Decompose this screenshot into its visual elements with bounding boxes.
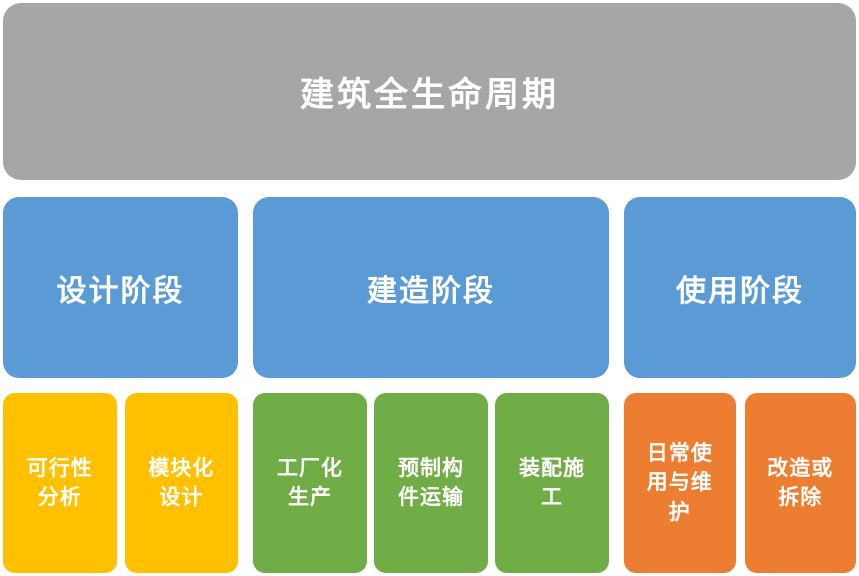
- column-use-phase: 使用阶段 日常使 用与维 护 改造或 拆除: [624, 197, 856, 573]
- phase-box-build: 建造阶段: [253, 197, 609, 378]
- column-design-phase: 设计阶段 可行性 分析 模块化 设计: [3, 197, 238, 573]
- phase-box-use: 使用阶段: [624, 197, 856, 378]
- diagram-title: 建筑全生命周期: [300, 76, 559, 114]
- sub-row-use: 日常使 用与维 护 改造或 拆除: [624, 393, 856, 573]
- phase-columns: 设计阶段 可行性 分析 模块化 设计 建造阶段 工厂化 生产 预制构 件: [3, 197, 856, 573]
- sub-label-modular-design: 模块化 设计: [148, 456, 215, 509]
- column-build-phase: 建造阶段 工厂化 生产 预制构 件运输 装配施 工: [253, 197, 609, 573]
- phase-box-design: 设计阶段: [3, 197, 238, 378]
- sub-label-daily-use-maintenance: 日常使 用与维 护: [646, 441, 713, 524]
- sub-label-feasibility-analysis: 可行性 分析: [26, 456, 93, 509]
- sub-label-renovation-or-demolition: 改造或 拆除: [767, 456, 834, 509]
- sub-row-build: 工厂化 生产 预制构 件运输 装配施 工: [253, 393, 609, 573]
- sub-label-prefab-component-transport: 预制构 件运输: [398, 456, 464, 509]
- sub-box-prefab-component-transport: 预制构 件运输: [374, 393, 488, 573]
- phase-label-design: 设计阶段: [56, 274, 185, 308]
- sub-box-renovation-or-demolition: 改造或 拆除: [744, 393, 856, 573]
- sub-label-assembly-construction: 装配施 工: [519, 456, 585, 509]
- sub-label-factory-production: 工厂化 生产: [277, 456, 343, 509]
- phase-label-build: 建造阶段: [367, 274, 495, 308]
- title-box: 建筑全生命周期: [3, 3, 856, 180]
- sub-box-assembly-construction: 装配施 工: [495, 393, 609, 573]
- sub-box-daily-use-maintenance: 日常使 用与维 护: [624, 393, 736, 573]
- sub-box-feasibility-analysis: 可行性 分析: [3, 393, 117, 573]
- phase-label-use: 使用阶段: [676, 274, 804, 308]
- sub-row-design: 可行性 分析 模块化 设计: [3, 393, 238, 573]
- sub-box-modular-design: 模块化 设计: [124, 393, 238, 573]
- sub-box-factory-production: 工厂化 生产: [253, 393, 367, 573]
